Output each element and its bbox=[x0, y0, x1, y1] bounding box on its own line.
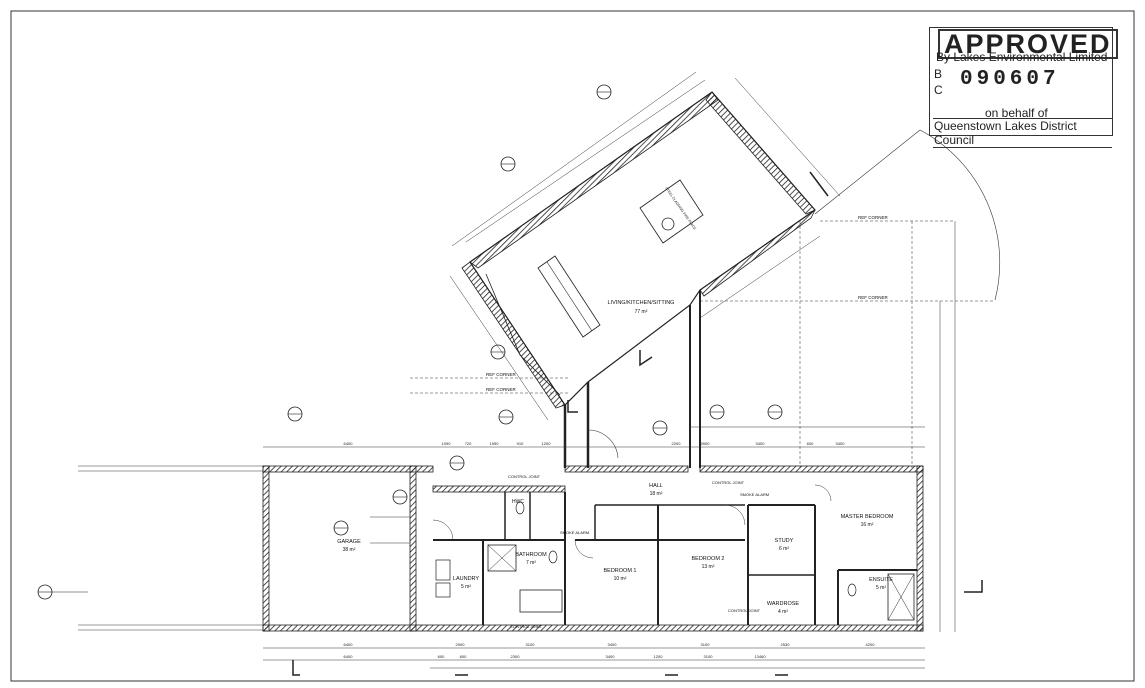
dimension-label: 4200 bbox=[866, 642, 876, 647]
stamp-b: B bbox=[934, 67, 943, 81]
stamp-on-behalf: on behalf of bbox=[985, 106, 1048, 120]
dimension-label: 6400 bbox=[344, 642, 354, 647]
dimension-label: 1200 bbox=[542, 441, 552, 446]
dimension-label: 6400 bbox=[344, 654, 354, 659]
room-name-laundry: LAUNDRY bbox=[453, 576, 480, 582]
room-area-bedroom2: 13 m² bbox=[702, 564, 715, 570]
stamp-c: C bbox=[934, 83, 943, 97]
stamp-approved: APPROVED bbox=[938, 29, 1118, 59]
room-name-master: MASTER BEDROOM bbox=[841, 514, 894, 520]
dims-bottom-1: 6400 2900 3100 3400 3100 2530 4200 bbox=[344, 642, 876, 647]
dimension-label: 1200 bbox=[654, 654, 664, 659]
dimension-label: 3400 bbox=[756, 441, 766, 446]
section-cut-marks bbox=[292, 350, 983, 676]
dimension-label: 600 bbox=[460, 654, 467, 659]
room-area-living: 77 m² bbox=[635, 309, 648, 315]
dimension-label: 1950 bbox=[490, 441, 500, 446]
dimension-label: 2900 bbox=[456, 642, 466, 647]
room-area-hall: 18 m² bbox=[650, 491, 663, 497]
ref-corner-lines bbox=[410, 129, 1001, 632]
ref-corner-label-4: REF CORNER bbox=[858, 295, 889, 300]
fireplace-note: STEEL CLADDING FIRE PLACE bbox=[664, 186, 697, 231]
dims-top: 6400 1090 720 1950 910 1200 2200 3900 3400 600 340… bbox=[344, 441, 846, 446]
control-joint-note-1: CONTROL JOINT bbox=[508, 474, 541, 479]
dimension-label: 3100 bbox=[704, 654, 714, 659]
sheet-border bbox=[10, 10, 1135, 682]
room-name-bedroom1: BEDROOM 1 bbox=[603, 568, 636, 574]
dimension-label: 910 bbox=[517, 441, 524, 446]
dimension-label: 2530 bbox=[781, 642, 791, 647]
section-marker-icon bbox=[37, 84, 783, 600]
room-area-wardrobe: 4 m² bbox=[778, 609, 788, 615]
dimension-label: 6400 bbox=[344, 441, 354, 446]
link-passage bbox=[563, 290, 701, 468]
dimension-label: 13460 bbox=[754, 654, 766, 659]
room-area-laundry: 5 m² bbox=[461, 584, 471, 590]
room-name-bathroom: BATHROOM bbox=[515, 552, 547, 558]
ref-corner-label-3: REF CORNER bbox=[858, 215, 889, 220]
dimension-label: 600 bbox=[438, 654, 445, 659]
room-area-garage: 38 m² bbox=[343, 547, 356, 553]
dimension-lines bbox=[263, 426, 925, 669]
room-area-bathroom: 7 m² bbox=[526, 560, 536, 566]
room-name-bedroom2: BEDROOM 2 bbox=[691, 556, 724, 562]
control-joint-note-2: CONTROL JOINT bbox=[712, 480, 745, 485]
ref-corner-label-1: REF CORNER bbox=[486, 372, 517, 377]
dimension-label: 3100 bbox=[701, 642, 711, 647]
smoke-alarm-note-2: SMOKE ALARM bbox=[560, 530, 589, 535]
dimension-label: 3400 bbox=[836, 441, 846, 446]
room-name-hall: HALL bbox=[649, 483, 663, 489]
living-wing bbox=[449, 71, 841, 421]
dimension-label: 3900 bbox=[701, 441, 711, 446]
room-name-garage: GARAGE bbox=[337, 539, 361, 545]
control-joint-note-3: CONTROL JOINT bbox=[510, 624, 543, 629]
dimension-label: 2300 bbox=[511, 654, 521, 659]
dimension-label: 2200 bbox=[672, 441, 682, 446]
stamp-number: 090607 bbox=[960, 68, 1060, 91]
room-name-ensuite: ENSUITE bbox=[869, 577, 893, 583]
room-name-study: STUDY bbox=[775, 538, 794, 544]
approval-stamp: APPROVED By Lakes Environmental Limited … bbox=[929, 27, 1118, 148]
dimension-label: 3100 bbox=[526, 642, 536, 647]
room-area-master: 16 m² bbox=[861, 522, 874, 528]
room-name-wardrobe: WARDROSE bbox=[767, 601, 800, 607]
fireplace-icon bbox=[639, 179, 704, 244]
dimension-label: 1090 bbox=[442, 441, 452, 446]
room-area-ensuite: 5 m² bbox=[876, 585, 886, 591]
ref-corner-label-2: REF CORNER bbox=[486, 387, 517, 392]
dimension-label: 600 bbox=[807, 441, 814, 446]
room-area-bedroom1: 10 m² bbox=[614, 576, 627, 582]
dimension-label: 3400 bbox=[608, 642, 618, 647]
main-wing bbox=[78, 465, 924, 632]
stamp-council: Queenstown Lakes District Council bbox=[933, 118, 1112, 148]
control-joint-note-4: CONTROL JOINT bbox=[728, 608, 761, 613]
room-name-living: LIVING/KITCHEN/SITTING bbox=[608, 300, 675, 306]
dimension-label: 3400 bbox=[606, 654, 616, 659]
room-name-wc: HWC bbox=[512, 499, 524, 505]
stamp-by: By Lakes Environmental Limited bbox=[936, 50, 1108, 64]
dims-bottom-2: 6400 600 600 2300 3400 1200 3100 13460 bbox=[344, 654, 767, 659]
smoke-alarm-note-1: SMOKE ALARM bbox=[740, 492, 769, 497]
dimension-label: 720 bbox=[465, 441, 472, 446]
room-area-study: 6 m² bbox=[779, 546, 789, 552]
stamp-bc: B C bbox=[934, 66, 943, 98]
